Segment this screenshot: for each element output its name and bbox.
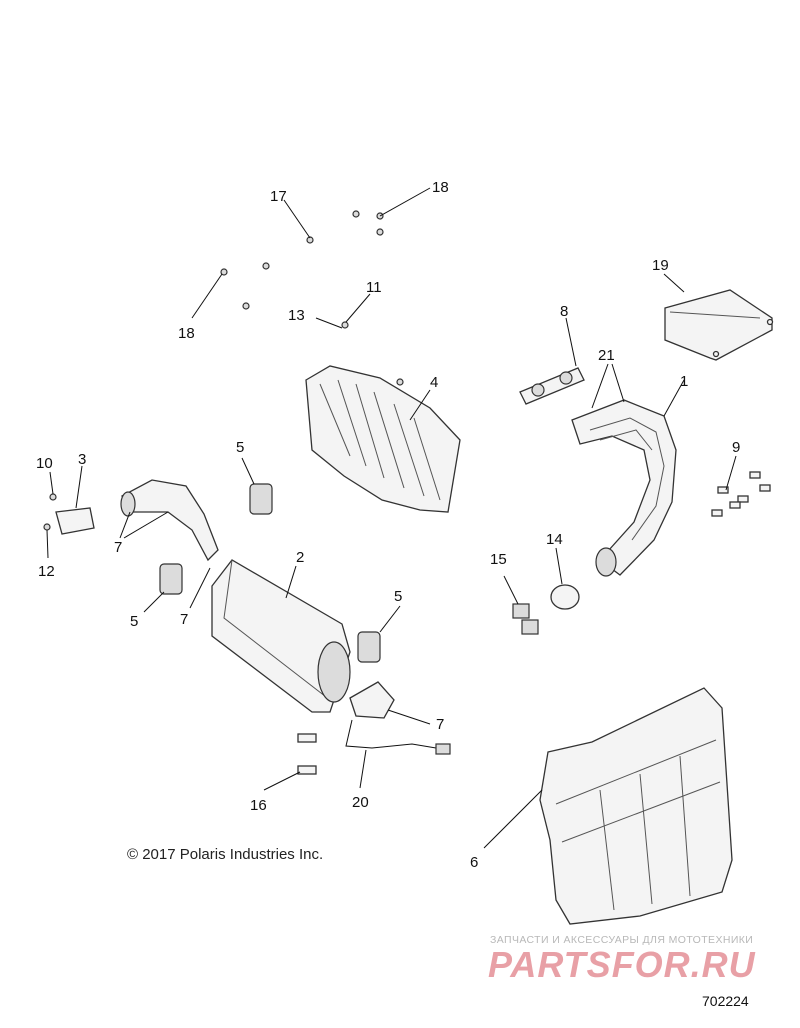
part-5-isolator-c — [357, 631, 381, 663]
callout-11: 11 — [366, 279, 382, 296]
callout-2: 2 — [296, 549, 304, 566]
diagram-id: 702224 — [702, 993, 749, 1009]
callout-4: 4 — [430, 374, 438, 391]
callout-16: 16 — [250, 797, 267, 814]
part-7-outlet-flange — [349, 681, 395, 719]
callout-17: 17 — [270, 188, 287, 205]
callout-9: 9 — [732, 439, 740, 456]
part-1-exhaust-header — [571, 399, 677, 577]
part-5-isolator-b — [159, 563, 183, 595]
part-9-bolts — [711, 471, 771, 517]
callout-14: 14 — [546, 531, 563, 548]
callout-20: 20 — [352, 794, 369, 811]
part-8-gasket — [519, 367, 585, 405]
callout-5-top: 5 — [236, 439, 244, 456]
callout-labels: 17 18 18 11 13 19 8 21 4 1 9 5 10 3 7 14… — [36, 179, 740, 871]
callout-5-right: 5 — [394, 588, 402, 605]
callout-12: 12 — [38, 563, 55, 580]
part-drawings — [43, 210, 774, 925]
callout-18-left: 18 — [178, 325, 195, 342]
callout-18-top: 18 — [432, 179, 449, 196]
part-6-lower-heat-shield — [539, 687, 733, 925]
callout-10: 10 — [36, 455, 53, 472]
part-7-inlet-pipe — [120, 479, 219, 562]
part-4-heat-shield — [305, 365, 461, 513]
callout-7-right: 7 — [436, 716, 444, 733]
watermark-tagline: ЗАПЧАСТИ И АКСЕССУАРЫ ДЛЯ МОТОТЕХНИКИ — [490, 934, 754, 946]
part-3-tip — [55, 507, 95, 535]
callout-7-middle: 7 — [180, 611, 188, 628]
part-5-isolator-a — [249, 483, 273, 515]
callout-13: 13 — [288, 307, 305, 324]
callout-19: 19 — [652, 257, 669, 274]
callout-8: 8 — [560, 303, 568, 320]
leader-lines — [46, 187, 737, 849]
part-15-springs — [512, 603, 539, 635]
part-14-seal-ring — [550, 584, 580, 610]
watermark-logo: PARTSFOR.RU — [488, 944, 756, 985]
part-16-bolts — [297, 733, 317, 775]
callout-6: 6 — [470, 854, 478, 871]
part-20-sensor-harness — [345, 719, 437, 749]
part-2-muffler — [211, 559, 351, 713]
callout-1: 1 — [680, 373, 688, 390]
callout-5-left: 5 — [130, 613, 138, 630]
copyright-notice: © 2017 Polaris Industries Inc. — [127, 846, 324, 863]
part-19-heat-plate — [664, 289, 774, 361]
callout-15: 15 — [490, 551, 507, 568]
callout-7-left: 7 — [114, 539, 122, 556]
callout-21: 21 — [598, 347, 615, 364]
callout-3: 3 — [78, 451, 86, 468]
